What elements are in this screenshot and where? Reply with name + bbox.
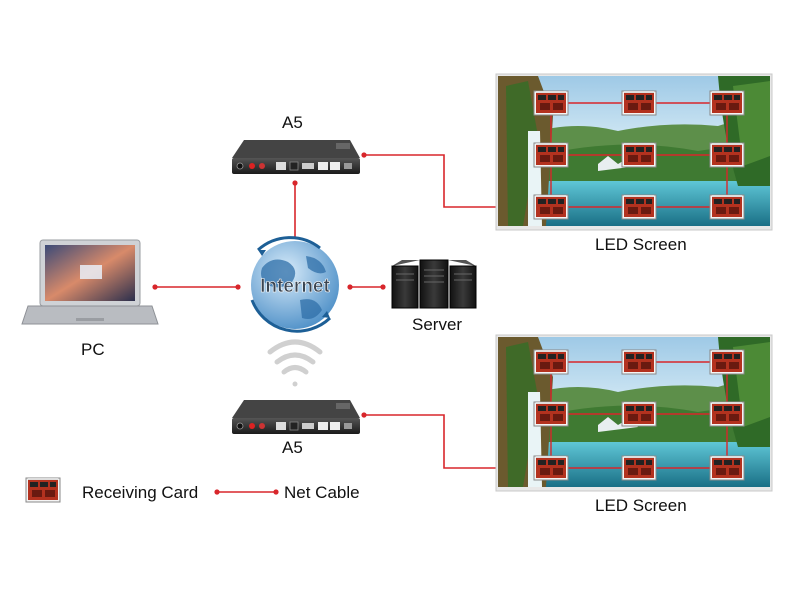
cable-a5-bottom-to-led-bottom (364, 414, 540, 469)
receiving-card-icon (533, 349, 569, 375)
receiving-card-icon (533, 194, 569, 220)
led-bottom-receiving-cards (533, 349, 745, 481)
controller-device-icon (231, 139, 361, 175)
legend-receiving-card-label: Receiving Card (82, 483, 199, 502)
server-label: Server (412, 315, 463, 334)
net-cable-lines (155, 154, 540, 469)
wifi-icon (267, 339, 323, 387)
cable-a5-top-to-led-top (364, 154, 540, 208)
led-top-receiving-cards (533, 90, 745, 220)
receiving-card-icon (621, 349, 657, 375)
receiving-card-icon (709, 349, 745, 375)
receiving-card-icon (709, 194, 745, 220)
pc-label: PC (81, 340, 105, 359)
led-screen-label-top: LED Screen (595, 235, 687, 254)
receiving-card-icon (533, 401, 569, 427)
controller-device-icon (231, 399, 361, 435)
device-label-bottom: A5 (282, 438, 303, 457)
internet-label: Internet (260, 276, 330, 297)
receiving-card-icon (709, 455, 745, 481)
legend-net-cable-label: Net Cable (284, 483, 360, 502)
receiving-card-icon (709, 142, 745, 168)
legend-net-cable-line (214, 489, 279, 495)
cable-endpoints (152, 152, 386, 418)
server-icon (391, 259, 477, 309)
globe-icon (250, 236, 339, 333)
receiving-card-icon (621, 194, 657, 220)
led-screen-label-bottom: LED Screen (595, 496, 687, 515)
receiving-card-icon (709, 401, 745, 427)
receiving-card-icon (533, 90, 569, 116)
receiving-card-icon (533, 142, 569, 168)
receiving-card-icon (25, 477, 61, 503)
device-label-top: A5 (282, 113, 303, 132)
receiving-card-icon (621, 142, 657, 168)
receiving-card-icon (709, 90, 745, 116)
receiving-card-icon (621, 401, 657, 427)
receiving-card-icon (533, 455, 569, 481)
receiving-card-icon (621, 90, 657, 116)
receiving-card-icon (621, 455, 657, 481)
laptop-icon (21, 239, 159, 325)
